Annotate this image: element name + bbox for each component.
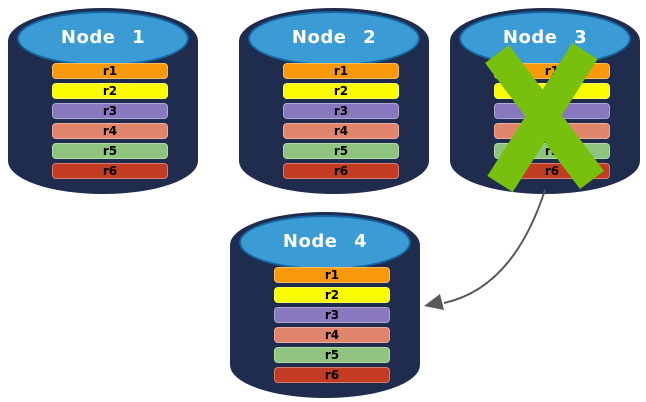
row-r6: r6 <box>52 163 168 179</box>
node-4-rows: r1 r2 r3 r4 r5 r6 <box>274 267 390 387</box>
row-label: r2 <box>324 288 340 302</box>
node-1-cap: Node 1 <box>17 11 189 66</box>
row-label: r3 <box>102 104 118 118</box>
row-label: r4 <box>324 328 340 342</box>
row-r4: r4 <box>52 123 168 139</box>
node-4-cylinder: Node 4 r1 r2 r3 r4 r5 r6 <box>230 212 420 398</box>
row-label: r5 <box>102 144 118 158</box>
failure-x-icon <box>485 42 604 193</box>
row-r4: r4 <box>274 327 390 343</box>
row-label: r4 <box>102 124 118 138</box>
row-r5: r5 <box>283 143 399 159</box>
row-r1: r1 <box>52 63 168 79</box>
row-label: r5 <box>324 348 340 362</box>
row-r3: r3 <box>274 307 390 323</box>
row-r3: r3 <box>283 103 399 119</box>
node-3-cylinder: Node 3 r1 r2 r3 r4 r5 r6 <box>450 8 640 194</box>
node-1-label: Node 1 <box>60 27 146 48</box>
row-label: r3 <box>324 308 340 322</box>
row-label: r6 <box>102 164 118 178</box>
node-2-label: Node 2 <box>291 27 377 48</box>
row-r2: r2 <box>283 83 399 99</box>
node-4-label: Node 4 <box>282 231 368 252</box>
row-label: r2 <box>102 84 118 98</box>
row-label: r6 <box>544 164 560 178</box>
row-r1: r1 <box>283 63 399 79</box>
row-label: r1 <box>102 64 118 78</box>
node-2-rows: r1 r2 r3 r4 r5 r6 <box>283 63 399 183</box>
node-1-rows: r1 r2 r3 r4 r5 r6 <box>52 63 168 183</box>
row-r6: r6 <box>274 367 390 383</box>
row-r6: r6 <box>283 163 399 179</box>
node-4-cap: Node 4 <box>239 215 411 270</box>
row-label: r2 <box>333 84 349 98</box>
row-r2: r2 <box>52 83 168 99</box>
row-r4: r4 <box>283 123 399 139</box>
row-r2: r2 <box>274 287 390 303</box>
row-label: r3 <box>333 104 349 118</box>
node-2-cap: Node 2 <box>248 11 420 66</box>
row-label: r5 <box>333 144 349 158</box>
node-3-cap: Node 3 <box>459 11 631 66</box>
row-r3: r3 <box>52 103 168 119</box>
row-r5: r5 <box>52 143 168 159</box>
row-label: r6 <box>333 164 349 178</box>
node-2-cylinder: Node 2 r1 r2 r3 r4 r5 r6 <box>239 8 429 194</box>
node-3-label: Node 3 <box>502 27 588 48</box>
row-r1: r1 <box>274 267 390 283</box>
node-1-cylinder: Node 1 r1 r2 r3 r4 r5 r6 <box>8 8 198 194</box>
row-label: r4 <box>333 124 349 138</box>
row-label: r6 <box>324 368 340 382</box>
arrowhead-icon <box>424 294 444 310</box>
row-label: r1 <box>333 64 349 78</box>
row-label: r1 <box>324 268 340 282</box>
row-r5: r5 <box>274 347 390 363</box>
